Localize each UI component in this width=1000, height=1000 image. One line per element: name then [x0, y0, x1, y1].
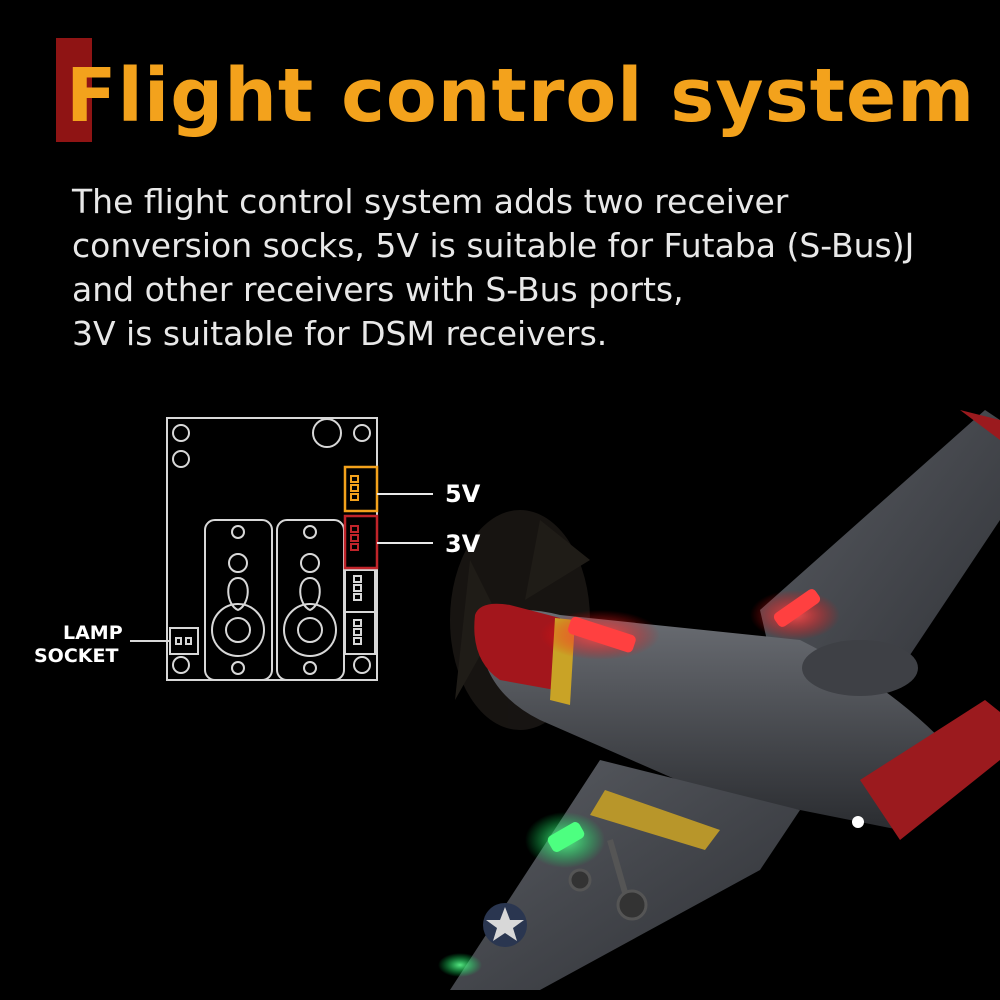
description-line: and other receivers with S-Bus ports,: [72, 270, 684, 309]
red-nose: [474, 603, 560, 690]
green-led: [547, 822, 585, 852]
wing-yellow-band: [590, 790, 720, 850]
servo-right: [276, 519, 345, 681]
label-3v: 3V: [445, 530, 481, 558]
label-lamp: LAMP: [63, 622, 123, 644]
landing-gear: [568, 839, 648, 921]
lamp-socket: [169, 627, 199, 655]
red-led-strip: [568, 616, 636, 653]
drop-tank: [802, 640, 918, 696]
wingtip-red: [960, 410, 1000, 440]
page-title: Flight control system: [66, 53, 976, 139]
port-5v: [343, 465, 379, 513]
description: The flight control system adds two recei…: [72, 180, 972, 356]
title-block: Flight control system: [56, 38, 974, 148]
mount-hole-icon: [172, 424, 190, 442]
white-led: [852, 816, 864, 828]
servo-left: [204, 519, 273, 681]
red-led-wing: [773, 589, 821, 627]
tail: [860, 700, 1000, 840]
label-5v: 5V: [445, 480, 481, 508]
title-accent-bar: [56, 38, 92, 142]
description-line: The flight control system adds two recei…: [72, 182, 789, 221]
lower-wing: [450, 760, 800, 990]
port-ch2: [344, 611, 376, 655]
mount-hole-icon: [312, 418, 342, 448]
port-3v: [343, 514, 379, 570]
description-line: conversion socks, 5V is suitable for Fut…: [72, 226, 915, 265]
label-socket: SOCKET: [34, 645, 119, 667]
description-line: 3V is suitable for DSM receivers.: [72, 314, 608, 353]
